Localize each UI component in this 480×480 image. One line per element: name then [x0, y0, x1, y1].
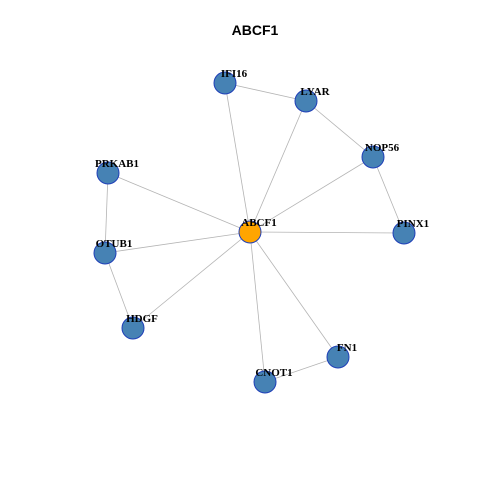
node-label-hdgf: HDGF	[126, 313, 158, 325]
node-label-prkab1: PRKAB1	[95, 158, 139, 170]
node-nop56	[361, 145, 385, 169]
edge-lyar-nop56	[305, 100, 374, 158]
node-prkab1	[96, 161, 120, 185]
node-hdgf	[121, 316, 145, 340]
node-label-ifi16: IFI16	[221, 68, 248, 80]
edge-nop56-pinx1	[372, 156, 405, 234]
edge-ifi16-lyar	[224, 82, 307, 102]
node-label-cnot1: CNOT1	[255, 367, 292, 379]
node-label-lyar: LYAR	[300, 86, 330, 98]
node-abcf1	[238, 220, 262, 244]
edge-abcf1-fn1	[249, 231, 339, 358]
node-fn1	[326, 345, 350, 369]
edge-abcf1-nop56	[249, 156, 374, 233]
node-label-pinx1: PINX1	[397, 218, 429, 230]
node-label-abcf1: ABCF1	[241, 217, 276, 229]
node-label-otub1: OTUB1	[96, 238, 133, 250]
edge-abcf1-cnot1	[249, 231, 266, 383]
edge-abcf1-lyar	[249, 100, 307, 233]
node-cnot1	[253, 370, 277, 394]
edge-abcf1-pinx1	[249, 231, 405, 234]
edge-otub1-hdgf	[104, 252, 134, 329]
node-lyar	[294, 89, 318, 113]
node-label-nop56: NOP56	[365, 142, 400, 154]
edge-prkab1-otub1	[104, 172, 109, 254]
edge-fn1-cnot1	[264, 356, 339, 383]
edge-abcf1-hdgf	[132, 231, 251, 329]
node-otub1	[93, 241, 117, 265]
node-pinx1	[392, 221, 416, 245]
node-ifi16	[213, 71, 237, 95]
edge-abcf1-otub1	[104, 231, 251, 254]
edges	[104, 82, 405, 383]
node-label-fn1: FN1	[337, 342, 357, 354]
edge-abcf1-prkab1	[107, 172, 251, 233]
edge-abcf1-ifi16	[224, 82, 251, 233]
diagram-title: ABCF1	[232, 22, 279, 38]
